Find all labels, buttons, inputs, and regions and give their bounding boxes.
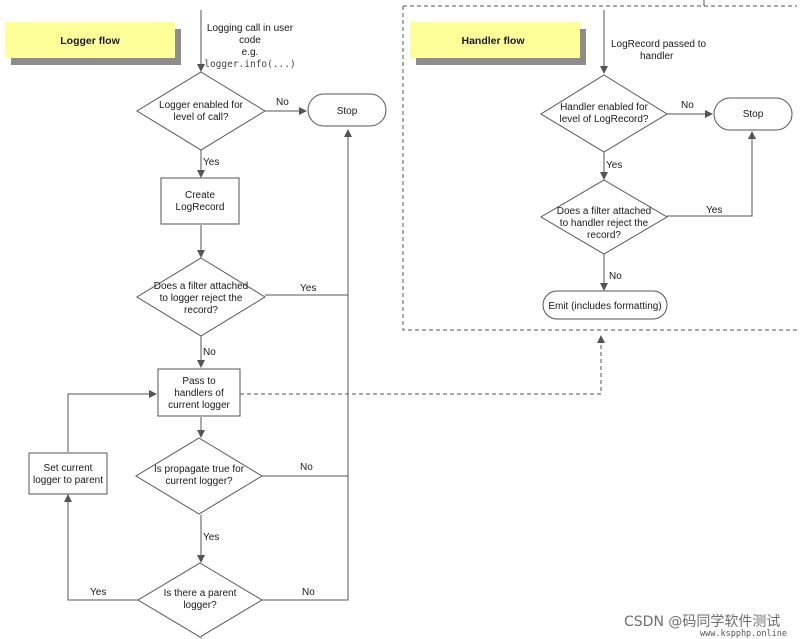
logger-filter-decision: Does a filter attached to logger reject … (136, 257, 266, 337)
svg-text:LogRecord: LogRecord (176, 202, 225, 213)
handler-filter-yes-label: Yes (706, 205, 722, 216)
pass-to-handlers-node: Pass to handlers of current logger (157, 368, 241, 417)
svg-text:logger.info(...): logger.info(...) (204, 59, 296, 70)
svg-text:Emit (includes formatting): Emit (includes formatting) (548, 301, 661, 312)
site-watermark: www.kspphp.online (700, 629, 787, 639)
svg-text:logger?: logger? (183, 600, 217, 611)
parent-yes-label: Yes (90, 587, 106, 598)
svg-text:current logger: current logger (168, 400, 230, 411)
parent-decision: Is there a parent logger? (137, 562, 263, 638)
svg-text:Stop: Stop (743, 109, 764, 120)
svg-text:Is propagate true for: Is propagate true for (154, 464, 245, 475)
logger-enabled-no-label: No (276, 97, 289, 108)
csdn-watermark: CSDN @码同学软件测试 (624, 614, 780, 630)
svg-text:Does a filter attached: Does a filter attached (557, 206, 652, 217)
svg-text:e.g.: e.g. (242, 47, 259, 58)
svg-text:Logger enabled for: Logger enabled for (159, 100, 244, 111)
handler-filter-decision: Does a filter attached to handler reject… (540, 179, 668, 255)
svg-text:Handler enabled for: Handler enabled for (560, 102, 649, 113)
svg-text:Does a filter attached: Does a filter attached (154, 281, 249, 292)
svg-text:Create: Create (185, 190, 215, 201)
set-parent-node: Set current logger to parent (28, 452, 108, 495)
svg-text:code: code (239, 35, 261, 46)
logger-filter-yes-label: Yes (300, 283, 316, 294)
logger-flow-title-box (5, 22, 175, 58)
handler-enabled-decision: Handler enabled for level of LogRecord? (540, 74, 668, 153)
handler-stop-node: Stop (713, 97, 793, 131)
svg-text:Set current: Set current (44, 463, 93, 474)
pass-to-handler-dashed-edge (240, 335, 605, 395)
logger-flow-edges (64, 10, 352, 639)
propagate-yes-label: Yes (203, 532, 219, 543)
handler-flow-title: Handler flow (461, 35, 525, 47)
handler-flow-boundary (402, 6, 797, 331)
handler-enabled-no-label: No (681, 100, 694, 111)
logger-start-text: Logging call in user code e.g. logger.in… (204, 23, 296, 70)
parent-no-label: No (302, 587, 315, 598)
emit-node: Emit (includes formatting) (542, 290, 668, 320)
handler-enabled-yes-label: Yes (606, 160, 622, 171)
svg-text:record?: record? (184, 305, 218, 316)
handler-start-text: LogRecord passed to handler (611, 39, 707, 62)
logger-enabled-decision: Logger enabled for level of call? (136, 71, 266, 151)
logger-flow-title: Logger flow (60, 35, 120, 47)
handler-filter-no-label: No (609, 271, 622, 282)
svg-text:record?: record? (587, 230, 621, 241)
svg-text:current logger?: current logger? (165, 476, 233, 487)
propagate-decision: Is propagate true for current logger? (135, 437, 263, 515)
svg-text:to handler reject the: to handler reject the (560, 218, 649, 229)
svg-text:Pass to: Pass to (182, 376, 216, 387)
svg-text:handler: handler (640, 51, 674, 62)
svg-text:Is there a parent: Is there a parent (164, 588, 237, 599)
logger-enabled-yes-label: Yes (203, 157, 219, 168)
svg-text:level of call?: level of call? (173, 112, 228, 123)
svg-text:level of LogRecord?: level of LogRecord? (560, 114, 649, 125)
svg-text:Logging call in user: Logging call in user (207, 23, 294, 34)
create-logrecord-node: Create LogRecord (160, 177, 240, 225)
svg-text:handlers of: handlers of (174, 388, 224, 399)
logger-stop-node: Stop (307, 93, 387, 127)
svg-text:LogRecord passed to: LogRecord passed to (611, 39, 707, 50)
handler-flow-title-box (410, 22, 580, 58)
svg-text:to logger reject the: to logger reject the (160, 293, 243, 304)
logger-filter-no-label: No (203, 347, 216, 358)
svg-text:Stop: Stop (337, 106, 358, 117)
svg-text:logger to parent: logger to parent (33, 475, 103, 486)
propagate-no-label: No (300, 462, 313, 473)
handler-flow-edges (600, 10, 756, 291)
